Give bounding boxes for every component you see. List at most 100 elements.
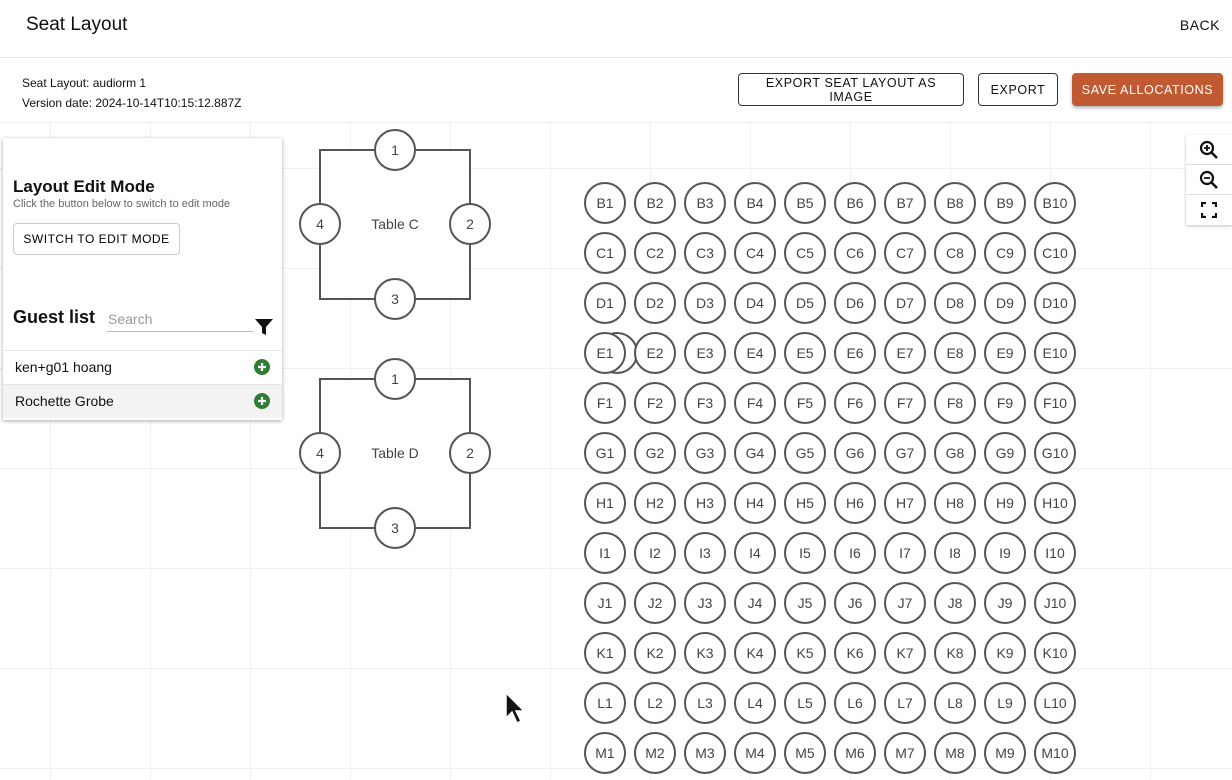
seat-circle[interactable] (734, 582, 776, 624)
seat-G4[interactable]: G4 (734, 432, 776, 474)
seat-circle[interactable] (984, 532, 1026, 574)
seat-G1[interactable]: G1 (584, 432, 626, 474)
seat-circle[interactable] (634, 332, 676, 374)
seat-circle[interactable] (784, 482, 826, 524)
seat-circle[interactable] (584, 382, 626, 424)
seat-circle[interactable] (884, 182, 926, 224)
seat-circle[interactable] (584, 732, 626, 774)
seat-I10[interactable]: I10 (1034, 532, 1076, 574)
seat-E10[interactable]: E10 (1034, 332, 1076, 374)
seat-circle[interactable] (1034, 682, 1076, 724)
seat-circle[interactable] (984, 632, 1026, 674)
seat-L8[interactable]: L8 (934, 682, 976, 724)
seat-circle[interactable] (884, 682, 926, 724)
seat-J3[interactable]: J3 (684, 582, 726, 624)
seat-circle[interactable] (784, 582, 826, 624)
seat-circle[interactable] (984, 482, 1026, 524)
seat-J5[interactable]: J5 (784, 582, 826, 624)
seat-J2[interactable]: J2 (634, 582, 676, 624)
seat-circle[interactable] (374, 507, 416, 549)
seat-circle[interactable] (984, 332, 1026, 374)
seat-F7[interactable]: F7 (884, 382, 926, 424)
seat-M4[interactable]: M4 (734, 732, 776, 774)
seat-circle[interactable] (834, 482, 876, 524)
seat-M2[interactable]: M2 (634, 732, 676, 774)
seat-circle[interactable] (884, 632, 926, 674)
seat-G9[interactable]: G9 (984, 432, 1026, 474)
seat-K8[interactable]: K8 (934, 632, 976, 674)
seat-circle[interactable] (634, 432, 676, 474)
seat-G5[interactable]: G5 (784, 432, 826, 474)
seat-circle[interactable] (884, 482, 926, 524)
seat-M8[interactable]: M8 (934, 732, 976, 774)
table-seat[interactable]: 4 (299, 203, 341, 245)
seat-circle[interactable] (884, 532, 926, 574)
seat-H8[interactable]: H8 (934, 482, 976, 524)
seat-circle[interactable] (884, 582, 926, 624)
seat-circle[interactable] (1034, 432, 1076, 474)
seat-J9[interactable]: J9 (984, 582, 1026, 624)
table-seat[interactable]: 1 (374, 129, 416, 171)
seat-C5[interactable]: C5 (784, 232, 826, 274)
seat-circle[interactable] (834, 182, 876, 224)
seat-F10[interactable]: F10 (1034, 382, 1076, 424)
seat-circle[interactable] (934, 682, 976, 724)
seat-E3[interactable]: E3 (684, 332, 726, 374)
seat-E8[interactable]: E8 (934, 332, 976, 374)
seat-circle[interactable] (684, 232, 726, 274)
seat-I5[interactable]: I5 (784, 532, 826, 574)
seat-circle[interactable] (834, 532, 876, 574)
seat-F8[interactable]: F8 (934, 382, 976, 424)
seat-circle[interactable] (834, 432, 876, 474)
seat-circle[interactable] (784, 732, 826, 774)
seat-M3[interactable]: M3 (684, 732, 726, 774)
seat-circle[interactable] (374, 358, 416, 400)
seat-M6[interactable]: M6 (834, 732, 876, 774)
seat-L7[interactable]: L7 (884, 682, 926, 724)
seat-C3[interactable]: C3 (684, 232, 726, 274)
seat-F4[interactable]: F4 (734, 382, 776, 424)
seat-circle[interactable] (1034, 732, 1076, 774)
table-seat[interactable]: 3 (374, 278, 416, 320)
seat-circle[interactable] (634, 632, 676, 674)
seat-L5[interactable]: L5 (784, 682, 826, 724)
guest-item[interactable]: ken+g01 hoang (3, 350, 282, 384)
seat-circle[interactable] (584, 582, 626, 624)
seat-I6[interactable]: I6 (834, 532, 876, 574)
seat-E5[interactable]: E5 (784, 332, 826, 374)
seat-circle[interactable] (984, 182, 1026, 224)
seat-circle[interactable] (934, 482, 976, 524)
zoom-in-button[interactable] (1186, 135, 1232, 165)
seat-circle[interactable] (584, 332, 626, 374)
seat-I9[interactable]: I9 (984, 532, 1026, 574)
seat-circle[interactable] (684, 482, 726, 524)
seat-G6[interactable]: G6 (834, 432, 876, 474)
seat-B4[interactable]: B4 (734, 182, 776, 224)
seat-M10[interactable]: M10 (1034, 732, 1076, 774)
seat-circle[interactable] (984, 582, 1026, 624)
seat-circle[interactable] (634, 682, 676, 724)
seat-circle[interactable] (1034, 282, 1076, 324)
seat-I7[interactable]: I7 (884, 532, 926, 574)
seat-circle[interactable] (884, 732, 926, 774)
seat-circle[interactable] (884, 332, 926, 374)
seat-D7[interactable]: D7 (884, 282, 926, 324)
seat-C10[interactable]: C10 (1034, 232, 1076, 274)
seat-D3[interactable]: D3 (684, 282, 726, 324)
guest-search-input[interactable] (106, 306, 254, 332)
seat-circle[interactable] (984, 232, 1026, 274)
seat-circle[interactable] (684, 582, 726, 624)
seat-B3[interactable]: B3 (684, 182, 726, 224)
seat-circle[interactable] (984, 282, 1026, 324)
table-table-c[interactable]: Table C (319, 149, 471, 300)
seat-B5[interactable]: B5 (784, 182, 826, 224)
seat-circle[interactable] (1034, 382, 1076, 424)
export-button[interactable]: EXPORT (978, 73, 1058, 106)
seat-circle[interactable] (584, 482, 626, 524)
seat-circle[interactable] (784, 632, 826, 674)
seat-K2[interactable]: K2 (634, 632, 676, 674)
seat-J10[interactable]: J10 (1034, 582, 1076, 624)
seat-circle[interactable] (884, 282, 926, 324)
seat-E4[interactable]: E4 (734, 332, 776, 374)
